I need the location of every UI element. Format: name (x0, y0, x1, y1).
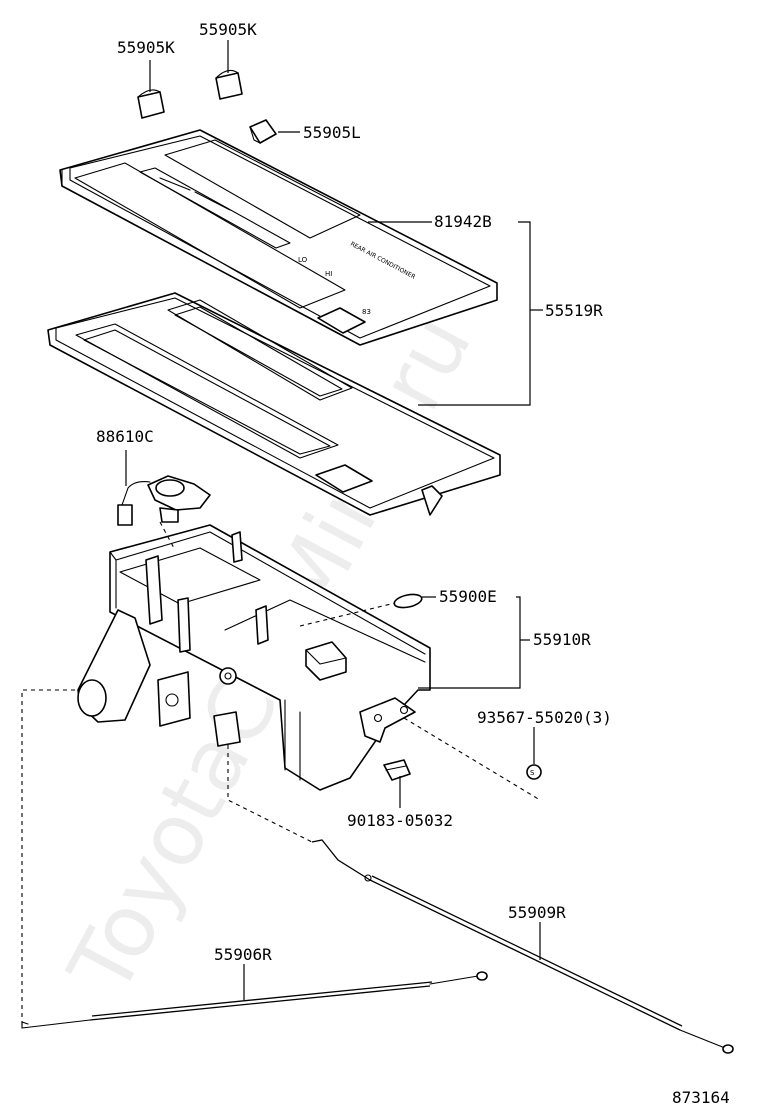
panel-mark: 83 (362, 308, 371, 316)
label-55909r: 55909R (508, 903, 566, 922)
leader-55910r-bracket (418, 596, 521, 689)
screw-93567: S (526, 764, 542, 780)
bulb-55900e (393, 593, 423, 609)
label-93567: 93567-55020(3) (477, 708, 612, 727)
lamp-socket-88610c (117, 475, 211, 526)
label-55900e: 55900E (439, 587, 497, 606)
label-55905k-b: 55905K (199, 20, 257, 39)
label-55906r: 55906R (214, 945, 272, 964)
knob-55905k-left (137, 89, 165, 119)
label-90183: 90183-05032 (347, 811, 453, 830)
align-line-e (299, 602, 396, 627)
label-55905k-a: 55905K (117, 38, 175, 57)
figure-number: 873164 (672, 1088, 730, 1107)
panel-lo-text: LO (298, 256, 308, 264)
cable-55909r (311, 839, 734, 1054)
label-55519r: 55519R (545, 301, 603, 320)
knob-55905l (249, 119, 277, 144)
svg-text:S: S (530, 769, 535, 777)
align-line-c (403, 717, 541, 801)
cover-panel-81942b (59, 129, 498, 346)
leader-55519r-bracket (418, 221, 531, 406)
control-housing (77, 524, 431, 791)
label-88610c: 88610C (96, 427, 154, 446)
align-line-d (159, 521, 176, 551)
clip-90183 (383, 759, 411, 781)
align-line-b (227, 745, 313, 843)
panel-hi-text: HI (325, 270, 332, 278)
label-55905l: 55905L (303, 123, 361, 142)
bezel-panel (47, 292, 501, 516)
label-81942b: 81942B (434, 212, 492, 231)
knob-55905k-right (215, 69, 243, 100)
label-55910r: 55910R (533, 630, 591, 649)
